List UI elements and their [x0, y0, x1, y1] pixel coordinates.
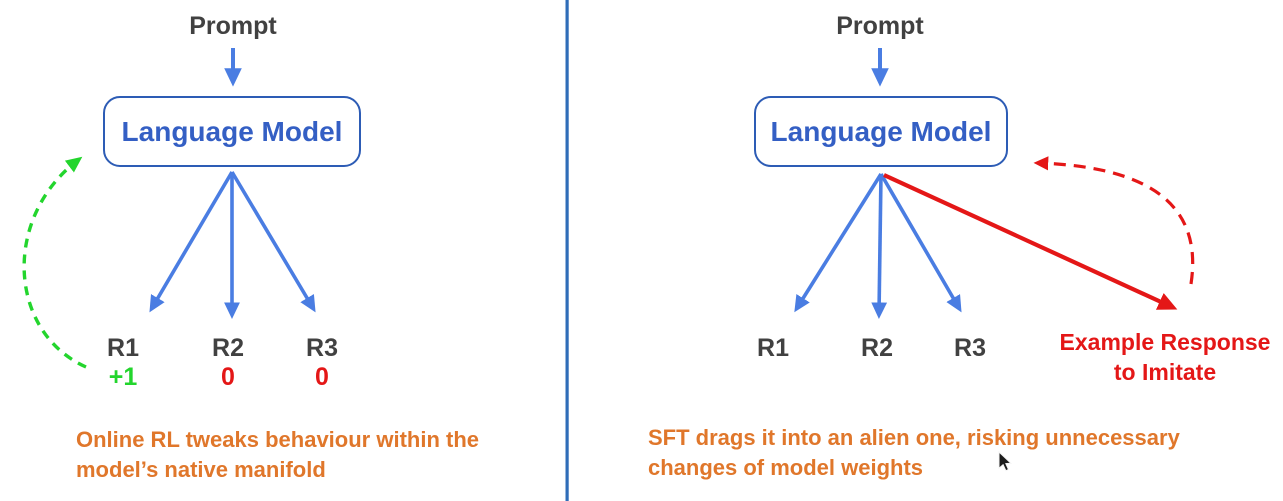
example-response-label: Example Response to Imitate: [1045, 327, 1283, 387]
response-label-r3-left: R3: [306, 334, 338, 362]
language-model-label-left: Language Model: [121, 115, 343, 147]
response-label-r2-right: R2: [861, 334, 893, 362]
model-to-example-arrow: [883, 173, 1178, 310]
caption-right-line1: SFT drags it into an alien one, risking …: [648, 425, 1180, 450]
language-model-box-left: Language Model: [103, 96, 361, 167]
caption-right: SFT drags it into an alien one, risking …: [648, 423, 1180, 483]
language-model-label-right: Language Model: [770, 115, 992, 147]
response-label-r2-left: R2: [212, 334, 244, 362]
response-label-r3-right: R3: [954, 334, 986, 362]
reward-score-r1: +1: [108, 363, 138, 391]
example-response-line1: Example Response: [1059, 329, 1271, 355]
caption-left-line1: Online RL tweaks behaviour within the: [76, 427, 479, 452]
model-to-r1-arrow-left: [149, 171, 234, 313]
reward-feedback-arrow: [22, 156, 87, 369]
model-to-r1-arrow-right: [794, 173, 883, 313]
mouse-pointer-arrow-icon: [998, 451, 1013, 472]
language-model-box-right: Language Model: [754, 96, 1008, 167]
response-label-r1-right: R1: [757, 334, 789, 362]
model-to-r3-arrow-left: [230, 171, 316, 313]
reward-score-r3: 0: [315, 363, 329, 391]
caption-left: Online RL tweaks behaviour within the mo…: [76, 425, 479, 485]
example-response-line2: to Imitate: [1113, 359, 1217, 385]
reward-score-r2: 0: [221, 363, 235, 391]
caption-left-line2: model’s native manifold: [76, 457, 326, 482]
panel-divider: [565, 0, 569, 501]
caption-right-line2: changes of model weights: [648, 455, 924, 480]
prompt-label-left: Prompt: [189, 12, 277, 40]
prompt-label-right: Prompt: [836, 12, 924, 40]
response-label-r1-left: R1: [107, 334, 139, 362]
model-to-r2-arrow-right: [871, 173, 888, 320]
sft-drag-feedback-arrow: [1033, 156, 1195, 285]
model-to-r3-arrow-right: [879, 173, 962, 313]
